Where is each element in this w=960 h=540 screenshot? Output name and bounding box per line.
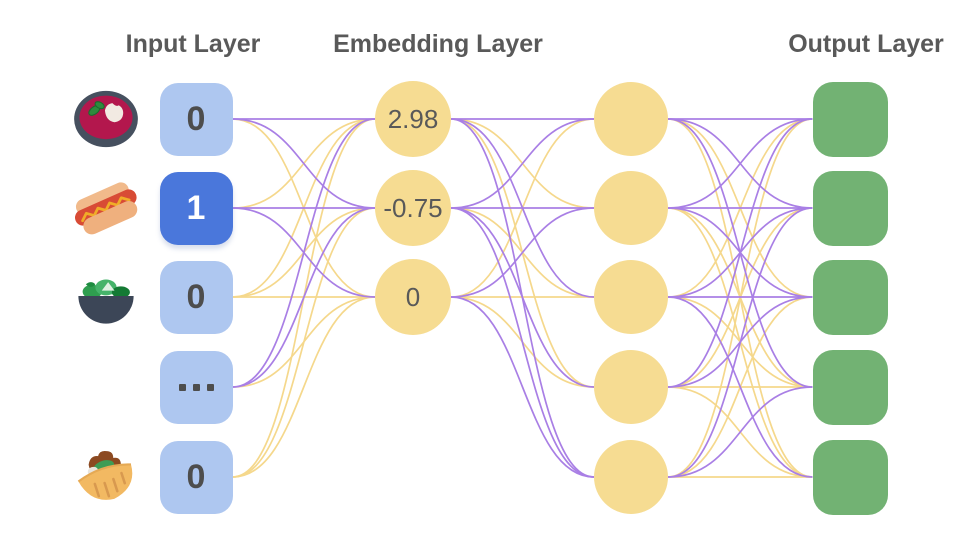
output-node xyxy=(812,439,888,515)
hidden-node xyxy=(594,82,668,156)
output-node xyxy=(812,170,888,246)
input-node-value: 1 xyxy=(186,189,206,227)
input-node-value: 0 xyxy=(186,100,206,138)
input-layer-title: Input Layer xyxy=(125,30,261,58)
input-node-value: 0 xyxy=(186,278,206,316)
embedding-node-value: 2.98 xyxy=(387,104,439,134)
edge-purple xyxy=(667,386,813,478)
hot-dog-icon xyxy=(72,174,140,242)
input-node: 0 xyxy=(159,82,233,156)
embedding-node-value: 0 xyxy=(405,282,421,312)
edge-purple xyxy=(450,207,595,388)
output-layer-title: Output Layer xyxy=(788,30,944,58)
input-node-value: 0 xyxy=(186,458,206,496)
edge-purple xyxy=(667,207,813,478)
input-node xyxy=(159,350,233,424)
embedding-layer-title: Embedding Layer xyxy=(333,30,543,58)
hidden-node xyxy=(594,260,668,334)
edge-purple xyxy=(232,207,376,388)
input-node: 0 xyxy=(159,260,233,334)
edge-purple xyxy=(667,118,813,388)
edge-yellow xyxy=(232,207,376,478)
soup-icon xyxy=(72,85,140,153)
edge-purple xyxy=(667,118,813,209)
input-node-value xyxy=(178,383,214,391)
output-node xyxy=(812,259,888,335)
edge-purple xyxy=(232,118,376,209)
hidden-node xyxy=(594,440,668,514)
edge-purple xyxy=(667,296,813,478)
embedding-node-value: -0.75 xyxy=(383,193,443,223)
embedding-node: -0.75 xyxy=(375,170,451,246)
hidden-node xyxy=(594,350,668,424)
input-node: 0 xyxy=(159,440,233,514)
embedding-node: 2.98 xyxy=(375,81,451,157)
edge-purple xyxy=(450,296,595,478)
edge-yellow xyxy=(667,118,813,478)
edge-purple xyxy=(450,207,595,298)
embedding-node: 0 xyxy=(375,259,451,335)
stuffed-flatbread-icon xyxy=(72,443,140,511)
output-node xyxy=(812,81,888,157)
output-node xyxy=(812,349,888,425)
edge-purple xyxy=(450,118,595,209)
hidden-node xyxy=(594,171,668,245)
edge-purple xyxy=(232,118,376,388)
edge-yellow xyxy=(232,296,376,478)
salad-icon xyxy=(72,263,140,331)
edge-purple xyxy=(450,207,595,478)
input-node: 1 xyxy=(159,171,233,245)
